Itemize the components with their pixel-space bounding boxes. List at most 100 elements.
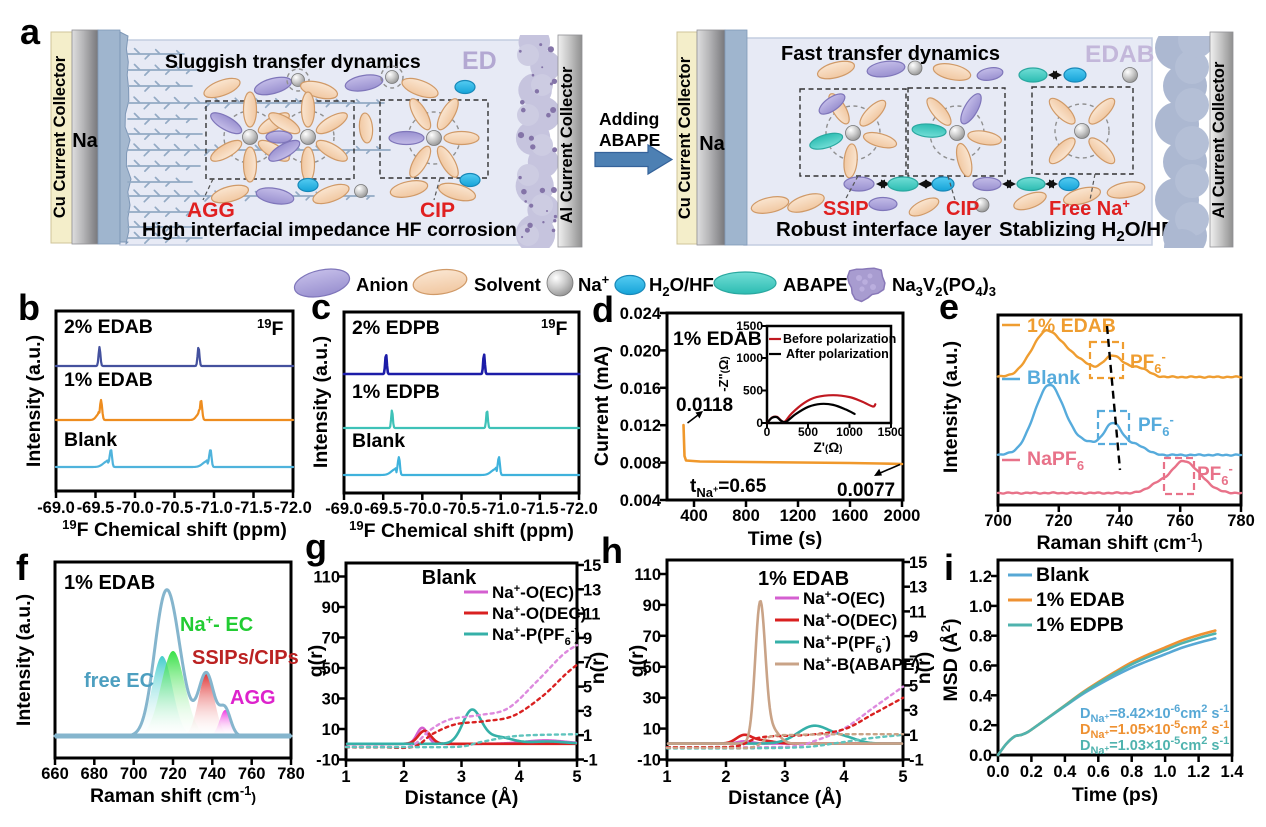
svg-text:9: 9 xyxy=(909,628,918,646)
svg-text:7: 7 xyxy=(583,654,592,672)
svg-text:19F Chemical shift (ppm): 19F Chemical shift (ppm) xyxy=(62,517,287,541)
svg-text:90: 90 xyxy=(643,597,661,615)
svg-text:780: 780 xyxy=(1227,512,1255,530)
svg-text:Z'(Ω): Z'(Ω) xyxy=(814,440,843,455)
svg-text:Cu Current Collector: Cu Current Collector xyxy=(676,56,694,219)
svg-text:-69.5: -69.5 xyxy=(364,500,402,518)
svg-text:0.8: 0.8 xyxy=(1120,763,1143,781)
svg-text:DNa+=8.42×10-6cm2 s-1: DNa+=8.42×10-6cm2 s-1 xyxy=(1080,703,1229,725)
svg-text:1500: 1500 xyxy=(878,425,905,439)
svg-text:1% EDAB: 1% EDAB xyxy=(64,572,155,594)
svg-text:780: 780 xyxy=(277,765,305,783)
svg-text:1000: 1000 xyxy=(836,425,863,439)
svg-text:-10: -10 xyxy=(316,752,340,770)
svg-text:30: 30 xyxy=(643,690,661,708)
svg-text:Blank: Blank xyxy=(1036,564,1089,586)
svg-text:3: 3 xyxy=(583,703,592,721)
svg-text:1500: 1500 xyxy=(736,319,763,333)
svg-text:700: 700 xyxy=(120,765,148,783)
svg-text:-Z"(Ω): -Z"(Ω) xyxy=(716,356,731,392)
svg-text:2: 2 xyxy=(399,768,408,786)
svg-text:11: 11 xyxy=(909,603,926,621)
svg-text:Cu Current Collector: Cu Current Collector xyxy=(51,55,69,218)
svg-text:High interfacial impedance HF: High interfacial impedance HF corrosion xyxy=(142,219,517,241)
svg-text:19F Chemical shift (ppm): 19F Chemical shift (ppm) xyxy=(349,518,574,542)
svg-text:1% EDPB: 1% EDPB xyxy=(352,381,440,403)
svg-text:1% EDAB: 1% EDAB xyxy=(673,328,762,350)
svg-text:110: 110 xyxy=(313,569,340,587)
svg-text:ABAPE: ABAPE xyxy=(599,130,660,150)
svg-text:400: 400 xyxy=(680,507,708,525)
svg-text:Na3V2(PO4)3: Na3V2(PO4)3 xyxy=(892,274,996,299)
svg-text:free EC: free EC xyxy=(84,670,154,692)
svg-text:Stablizing H2O/HF: Stablizing H2O/HF xyxy=(999,218,1174,245)
svg-text:5: 5 xyxy=(583,679,592,697)
svg-text:0.6: 0.6 xyxy=(969,658,992,676)
svg-text:740: 740 xyxy=(199,765,227,783)
svg-text:1% EDAB: 1% EDAB xyxy=(64,369,153,391)
svg-text:SSIPs/CIPs: SSIPs/CIPs xyxy=(192,647,299,669)
svg-text:760: 760 xyxy=(238,765,266,783)
svg-text:19F: 19F xyxy=(257,316,283,340)
svg-text:-1: -1 xyxy=(909,752,924,770)
svg-text:10: 10 xyxy=(322,721,340,739)
svg-text:-71.5: -71.5 xyxy=(521,500,559,518)
svg-text:Solvent: Solvent xyxy=(474,274,541,295)
svg-text:Intensity (a.u.): Intensity (a.u.) xyxy=(13,594,35,726)
svg-text:760: 760 xyxy=(1166,512,1194,530)
svg-text:1000: 1000 xyxy=(736,351,763,365)
svg-text:700: 700 xyxy=(984,512,1012,530)
svg-text:Time (s): Time (s) xyxy=(748,528,822,550)
svg-text:ABAPE: ABAPE xyxy=(783,274,848,295)
svg-text:Blank: Blank xyxy=(352,430,405,452)
svg-text:Na+-O(EC): Na+-O(EC) xyxy=(803,589,885,608)
svg-text:1.2: 1.2 xyxy=(969,568,992,586)
svg-text:Na: Na xyxy=(699,133,725,155)
svg-text:0.0118: 0.0118 xyxy=(676,395,733,416)
svg-text:680: 680 xyxy=(81,765,109,783)
svg-text:i: i xyxy=(944,547,954,588)
svg-text:f: f xyxy=(16,547,29,588)
svg-text:0.012: 0.012 xyxy=(620,417,661,435)
svg-text:-71.5: -71.5 xyxy=(235,499,273,517)
svg-text:7: 7 xyxy=(909,653,918,671)
svg-text:1.0: 1.0 xyxy=(1154,763,1177,781)
svg-text:0: 0 xyxy=(756,416,763,430)
svg-text:d: d xyxy=(592,289,614,330)
svg-text:Intensity (a.u.): Intensity (a.u.) xyxy=(310,336,332,468)
svg-text:MSD (Å2): MSD (Å2) xyxy=(938,618,962,701)
svg-text:-70.0: -70.0 xyxy=(403,500,441,518)
svg-text:g(r): g(r) xyxy=(305,645,327,678)
svg-text:1.0: 1.0 xyxy=(969,598,992,616)
svg-text:0.008: 0.008 xyxy=(620,455,661,473)
svg-text:1.2: 1.2 xyxy=(1187,763,1210,781)
svg-text:0.0: 0.0 xyxy=(969,747,992,765)
svg-text:-71.0: -71.0 xyxy=(195,499,233,517)
svg-text:n(r): n(r) xyxy=(587,652,609,685)
svg-text:g: g xyxy=(305,526,327,567)
svg-text:1: 1 xyxy=(909,727,918,745)
svg-text:1% EDPB: 1% EDPB xyxy=(1036,614,1124,636)
svg-text:Distance (Å): Distance (Å) xyxy=(405,785,519,809)
svg-text:-70.5: -70.5 xyxy=(156,499,194,517)
svg-text:-1: -1 xyxy=(583,752,598,770)
svg-text:After polarization: After polarization xyxy=(786,347,889,361)
svg-text:720: 720 xyxy=(1045,512,1073,530)
svg-text:Time (ps): Time (ps) xyxy=(1072,784,1158,806)
svg-text:DNa+=1.05×10-5cm2 s-1: DNa+=1.05×10-5cm2 s-1 xyxy=(1080,719,1229,741)
svg-text:0.2: 0.2 xyxy=(1020,763,1043,781)
svg-text:11: 11 xyxy=(583,606,600,624)
svg-text:AGG: AGG xyxy=(230,687,276,709)
svg-text:720: 720 xyxy=(159,765,187,783)
svg-text:2% EDPB: 2% EDPB xyxy=(352,317,440,339)
svg-text:Na+-B(ABAPE): Na+-B(ABAPE) xyxy=(803,655,920,674)
svg-text:1: 1 xyxy=(662,768,671,786)
svg-text:0.4: 0.4 xyxy=(969,687,993,705)
svg-text:Intensity (a.u.): Intensity (a.u.) xyxy=(940,341,962,473)
svg-text:0.2: 0.2 xyxy=(969,717,992,735)
svg-text:0.0077: 0.0077 xyxy=(837,480,895,501)
svg-text:g(r): g(r) xyxy=(626,645,648,678)
svg-text:Robust interface layer: Robust interface layer xyxy=(776,218,991,241)
svg-text:Na: Na xyxy=(72,130,98,152)
svg-text:4: 4 xyxy=(839,768,849,786)
